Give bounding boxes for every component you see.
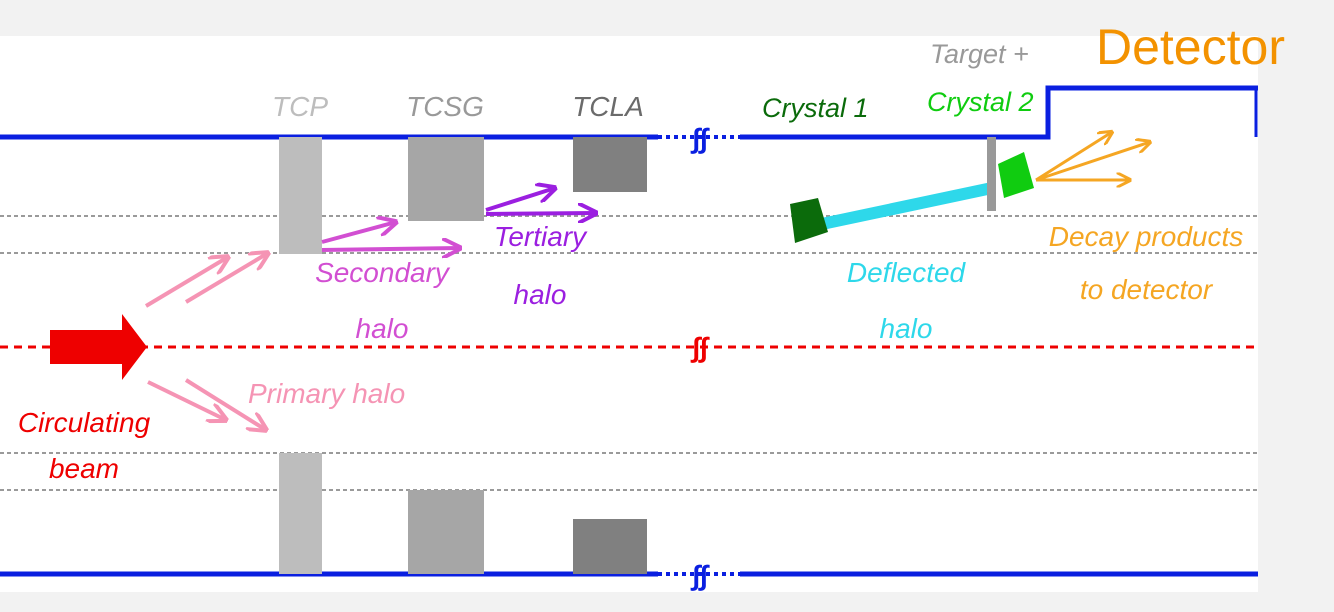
target-label: Target + <box>930 39 1029 69</box>
tcsg-lower-jaw <box>408 490 484 574</box>
deflected-halo-label-line2: halo <box>880 313 933 344</box>
crystal-1-shape <box>790 198 828 243</box>
tcsg-label: TCSG <box>406 91 484 122</box>
tertiary-halo-label-line1: Tertiary <box>494 221 588 252</box>
double-slash-break-icon: ∫∫ <box>690 560 710 591</box>
break-marker-top: ∫∫ <box>690 123 710 154</box>
tcp-upper-jaw <box>279 137 322 254</box>
secondary-halo-arrows <box>321 222 460 250</box>
tcla-label: TCLA <box>572 91 644 122</box>
decay-products-label-line2: to detector <box>1080 274 1214 305</box>
target-block <box>987 137 996 211</box>
secondary-halo-label-line2: halo <box>356 313 409 344</box>
double-slash-break-icon: ∫∫ <box>690 123 710 154</box>
primary-halo-label: Primary halo <box>248 378 405 409</box>
tcp-label: TCP <box>272 91 328 122</box>
crystal-1-label: Crystal 1 <box>762 93 869 123</box>
deflected-halo-beam <box>820 182 994 230</box>
tertiary-halo-arrows <box>485 188 596 214</box>
double-slash-break-icon: ∫∫ <box>690 332 710 363</box>
detector-label: Detector <box>1096 19 1285 75</box>
tcla-upper-jaw <box>573 137 647 192</box>
crystal-2-shape <box>998 152 1034 198</box>
tertiary-halo-label-line2: halo <box>514 279 567 310</box>
decay-products-label-line1: Decay products <box>1049 221 1244 252</box>
circulating-beam-arrow-icon <box>50 314 147 380</box>
beam-pipe-top <box>0 85 1258 140</box>
secondary-halo-label-line1: Secondary <box>315 257 451 288</box>
tcsg-upper-jaw <box>408 137 484 221</box>
primary-halo-arrows <box>144 253 268 430</box>
decay-product-arrows <box>1035 132 1150 180</box>
circulating-beam-label-line1: Circulating <box>18 407 151 438</box>
tcp-lower-jaw <box>279 453 322 574</box>
tcla-lower-jaw <box>573 519 647 574</box>
deflected-halo-label-line1: Deflected <box>847 257 967 288</box>
crystal-2-label: Crystal 2 <box>927 87 1034 117</box>
circulating-beam-label-line2: beam <box>49 453 119 484</box>
